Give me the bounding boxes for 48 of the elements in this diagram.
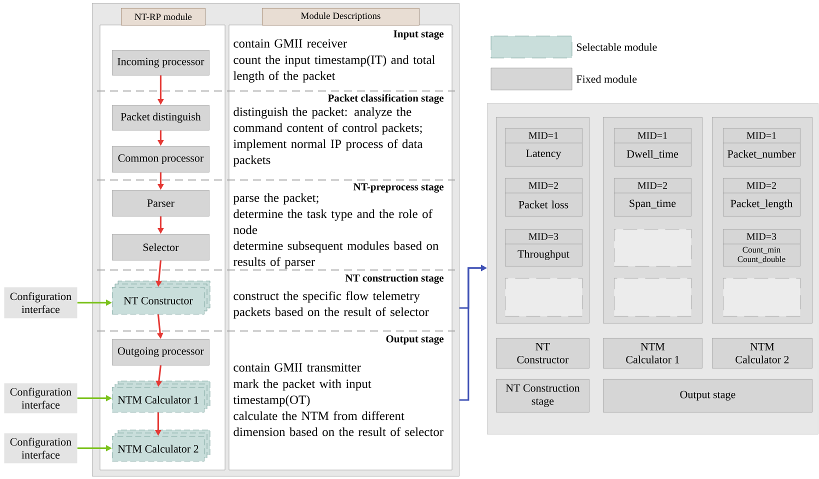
- description-text: implement normal IP process of data packets: [233, 139, 423, 167]
- module-box: MID=3 Throughput: [504, 229, 582, 266]
- selectable-module-box: NTM Calculator 2: [112, 430, 210, 462]
- module-box: MID=2 Packet loss: [504, 178, 582, 216]
- process-box: Outgoing processor: [112, 339, 210, 366]
- process-box: Common processor: [112, 146, 210, 172]
- module-box: MID=3 Count_min Count_double: [722, 229, 800, 266]
- stage-title: NT-preprocess stage: [354, 183, 444, 193]
- fixed-module-box: NTM Calculator 1: [603, 338, 702, 368]
- description-text: determine subsequent modules based on results of parser: [233, 241, 439, 269]
- module-box: MID=1 Dwell_time: [614, 128, 692, 166]
- empty-slot-box: [614, 229, 692, 266]
- empty-slot-box: [505, 278, 582, 316]
- empty-slot-box: [723, 278, 800, 316]
- fixed-module-box: NTM Calculator 2: [712, 338, 812, 368]
- description-text: construct the specific flow telemetry packets based on the result of selector: [233, 291, 429, 319]
- process-box: Packet distinguish: [112, 105, 210, 130]
- description-text: calculate the NTM from different dimension based on the result of selector: [234, 411, 444, 436]
- header-box: NT-RP module: [121, 8, 206, 26]
- description-text: distinguish the packet: analyze the command content of control packets;: [234, 107, 422, 135]
- stage-title: Input stage: [394, 30, 444, 40]
- stage-title: NT construction stage: [345, 274, 444, 284]
- selectable-module-box: NTM Calculator 1: [112, 380, 210, 412]
- fixed-module-box: NT Construction stage: [496, 379, 590, 412]
- interface-box: Configuration interface: [4, 383, 78, 414]
- empty-slot-box: [614, 278, 692, 316]
- description-text: count the input timestamp(IT) and total length of the packet: [233, 55, 435, 83]
- module-box: MID=2 Packet_length: [722, 178, 800, 216]
- interface-box: Configuration interface: [4, 433, 78, 464]
- description-text: mark the packet with input timestamp(OT): [233, 379, 372, 407]
- fixed-module-box: Output stage: [603, 379, 812, 412]
- header-box: Module Descriptions: [262, 8, 420, 26]
- process-box: Selector: [112, 234, 210, 260]
- process-box: Parser: [112, 190, 210, 216]
- description-text: contain GMII transmitter: [234, 363, 361, 372]
- stage-title: Packet classification stage: [328, 94, 444, 104]
- interface-box: Configuration interface: [4, 287, 78, 318]
- module-box: MID=1 Latency: [504, 128, 582, 166]
- selectable-module-box: NT Constructor: [112, 280, 210, 314]
- stage-title: Output stage: [386, 335, 444, 345]
- legend-text: Selectable module: [576, 43, 657, 51]
- fixed-module-box: NT Constructor: [496, 338, 590, 368]
- module-box: MID=1 Packet_number: [722, 128, 800, 166]
- module-box: MID=2 Span_time: [614, 178, 692, 216]
- description-text: contain GMII receiver: [234, 39, 347, 48]
- process-box: Incoming processor: [112, 50, 210, 76]
- legend-text: Fixed module: [576, 75, 637, 83]
- description-text: parse the packet;: [233, 193, 318, 205]
